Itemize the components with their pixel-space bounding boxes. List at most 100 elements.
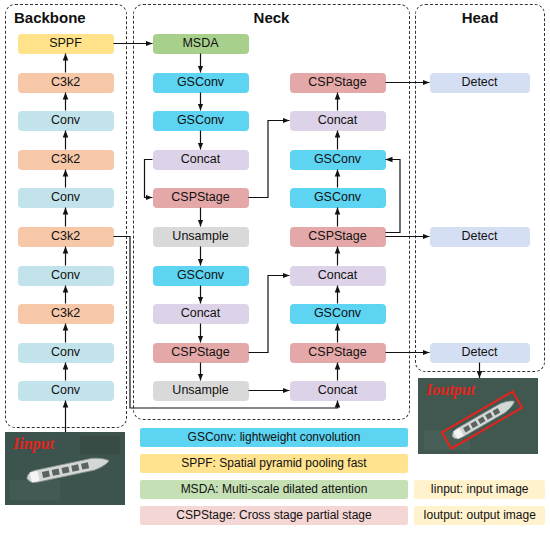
flow-arrow — [337, 208, 338, 227]
block-label: C3k2 — [51, 307, 80, 321]
block-label: Unsample — [172, 230, 228, 244]
flow-arrow — [200, 208, 201, 227]
detect-block: Detect — [430, 343, 530, 363]
ship-hatch — [463, 425, 471, 432]
sea-texture — [80, 436, 120, 454]
flow-arrow — [200, 93, 201, 111]
flow-arrow — [200, 247, 201, 266]
cspstage-block: CSPStage — [290, 227, 386, 247]
legend-swatch: GSConv: lightweight convolution — [140, 428, 408, 447]
sppf-block: SPPF — [18, 34, 114, 54]
concat-block: Concat — [153, 304, 249, 324]
ship-hatch — [61, 466, 69, 473]
legend-swatch: Ioutput: output image — [414, 506, 545, 525]
ship-hull — [26, 455, 111, 484]
input-image: Iinput — [5, 432, 125, 505]
block-label: Detect — [461, 346, 497, 360]
block-label: GSConv — [177, 269, 224, 283]
flow-arrow — [200, 131, 201, 150]
flow-arrow — [65, 363, 66, 381]
panel-title: Backbone — [14, 9, 86, 26]
ship-hatch — [81, 462, 89, 469]
conv-block: Conv — [18, 381, 114, 401]
ship-hull — [450, 397, 517, 442]
upsample-block: Unsample — [153, 227, 249, 247]
neck-panel: NeckMSDAGSConvGSConvConcatCSPStageUnsamp… — [133, 4, 410, 420]
block-label: Conv — [51, 269, 80, 283]
image-label: Ioutput — [426, 381, 475, 399]
sea-texture — [10, 480, 60, 500]
block-label: C3k2 — [51, 230, 80, 244]
connector-group — [66, 44, 480, 433]
legend-swatch: SPPF: Spatial pyramid pooling fast — [140, 454, 408, 473]
conv-block: Conv — [18, 266, 114, 286]
c3k2-block: C3k2 — [18, 304, 114, 324]
image-label: Iinput — [13, 435, 54, 453]
block-label: GSConv — [314, 191, 361, 205]
detect-block: Detect — [430, 227, 530, 247]
flow-arrow — [200, 286, 201, 304]
block-label: C3k2 — [51, 76, 80, 90]
c3k2-block: C3k2 — [18, 150, 114, 170]
gsconv-block: GSConv — [153, 73, 249, 93]
legend-text: GSConv: lightweight convolution — [188, 431, 361, 444]
block-label: Conv — [51, 346, 80, 360]
flow-arrow — [65, 286, 66, 304]
gsconv-block: GSConv — [153, 266, 249, 286]
ship-hatch — [493, 408, 501, 415]
block-label: Detect — [461, 76, 497, 90]
ship-hatch — [42, 471, 50, 478]
legend-text: SPPF: Spatial pyramid pooling fast — [181, 457, 366, 470]
block-label: Unsample — [172, 384, 228, 398]
input-photo — [5, 432, 125, 505]
block-label: GSConv — [177, 114, 224, 128]
gsconv-block: GSConv — [153, 111, 249, 131]
sea-surface — [5, 432, 125, 505]
legend-text: MSDA: Multi-scale dilated attention — [181, 483, 368, 496]
flow-arrow — [65, 208, 66, 227]
block-label: CSPStage — [171, 346, 229, 360]
flow-arrow — [65, 170, 66, 188]
flow-arrow — [249, 390, 290, 391]
flow-arrow — [65, 324, 66, 343]
ship-hatch — [71, 464, 79, 471]
gsconv-block: GSConv — [290, 304, 386, 324]
cspstage-block: CSPStage — [153, 188, 249, 208]
flow-arrow — [249, 121, 290, 198]
flow-arrow — [65, 131, 66, 150]
flow-arrow — [386, 160, 401, 233]
upsample-block: Unsample — [153, 381, 249, 401]
c3k2-block: C3k2 — [18, 227, 114, 247]
conv-block: Conv — [18, 343, 114, 363]
ship-hatch — [470, 421, 478, 428]
flow-arrow — [337, 93, 338, 111]
block-label: Concat — [181, 307, 221, 321]
flow-arrow — [249, 276, 290, 353]
cspstage-block: CSPStage — [153, 343, 249, 363]
block-label: Concat — [181, 153, 221, 167]
cspstage-block: CSPStage — [290, 73, 386, 93]
block-label: CSPStage — [308, 230, 366, 244]
flow-arrow — [145, 160, 153, 198]
conv-block: Conv — [18, 188, 114, 208]
cspstage-block: CSPStage — [290, 343, 386, 363]
block-label: GSConv — [177, 76, 224, 90]
flow-arrow — [479, 363, 480, 379]
ship-hatch — [485, 412, 493, 419]
legend-text: Ioutput: output image — [423, 509, 536, 522]
flow-arrow — [386, 82, 430, 83]
flow-arrow — [65, 247, 66, 266]
ship-hatch — [52, 469, 60, 476]
block-label: Conv — [51, 191, 80, 205]
flow-arrow — [65, 93, 66, 111]
flow-arrow — [65, 54, 66, 73]
block-label: GSConv — [314, 307, 361, 321]
flow-arrow — [200, 54, 201, 73]
flow-arrow — [337, 170, 338, 188]
ship-symbol — [26, 455, 111, 484]
concat-block: Concat — [290, 266, 386, 286]
flow-arrow — [386, 352, 430, 353]
flow-arrow — [114, 237, 338, 409]
